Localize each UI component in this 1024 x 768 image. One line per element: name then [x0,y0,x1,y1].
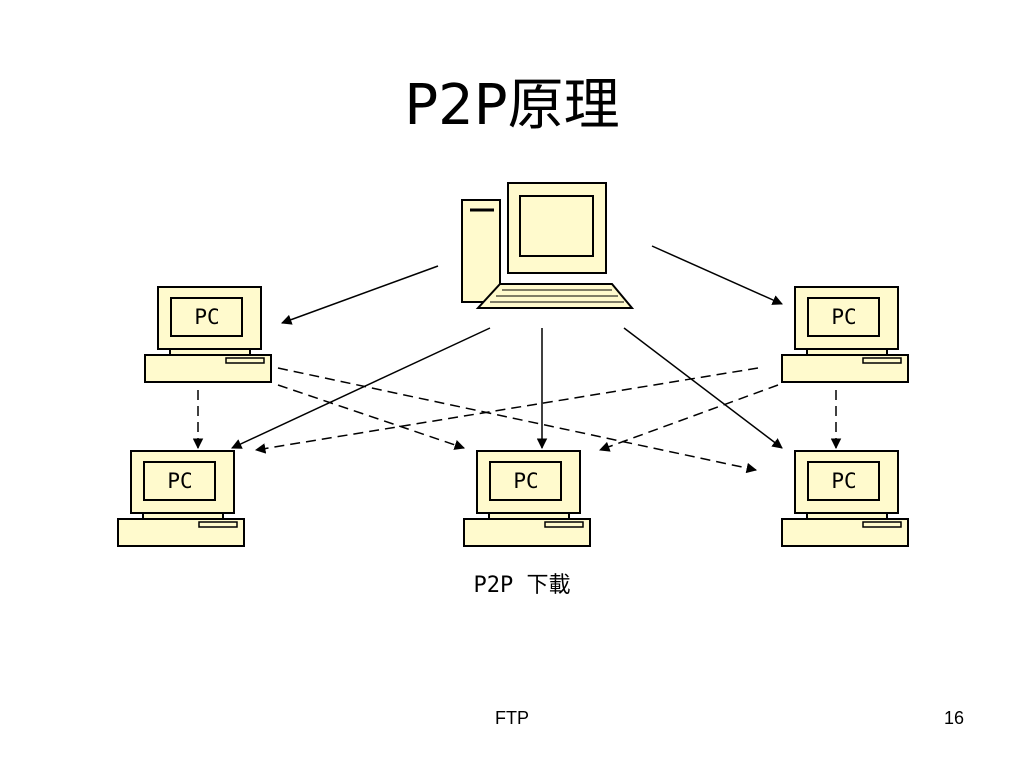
pc-bottom-center-icon: PC [463,450,591,547]
pc-label: PC [167,469,192,493]
server-computer-icon [461,182,635,309]
dashed-arrow-top-left-to-bottom-center [277,384,465,450]
arrow-server-to-bottom-right [623,327,783,449]
arrow-server-to-bottom-left [231,327,491,449]
pc-top-left-icon: PC [144,286,272,383]
pc-label: PC [831,305,856,329]
arrow-server-to-top-right [651,245,783,305]
slide-title: P2P原理 [404,73,620,138]
dashed-arrow-top-left-to-bottom-right [277,367,758,474]
pc-label: PC [194,305,219,329]
pc-label: PC [513,469,538,493]
pc-bottom-right-icon: PC [781,450,909,547]
pc-label: PC [831,469,856,493]
page-number: 16 [943,708,964,728]
diagram-caption: P2P 下載 [474,573,571,598]
pc-top-right-icon: PC [781,286,909,383]
pc-bottom-left-icon: PC [117,450,245,547]
dashed-arrow-top-right-to-bottom-center [599,384,779,452]
footer-text: FTP [495,708,529,728]
dashed-arrow-top-right-to-bottom-left [254,367,759,454]
arrow-server-to-top-left [281,265,439,325]
